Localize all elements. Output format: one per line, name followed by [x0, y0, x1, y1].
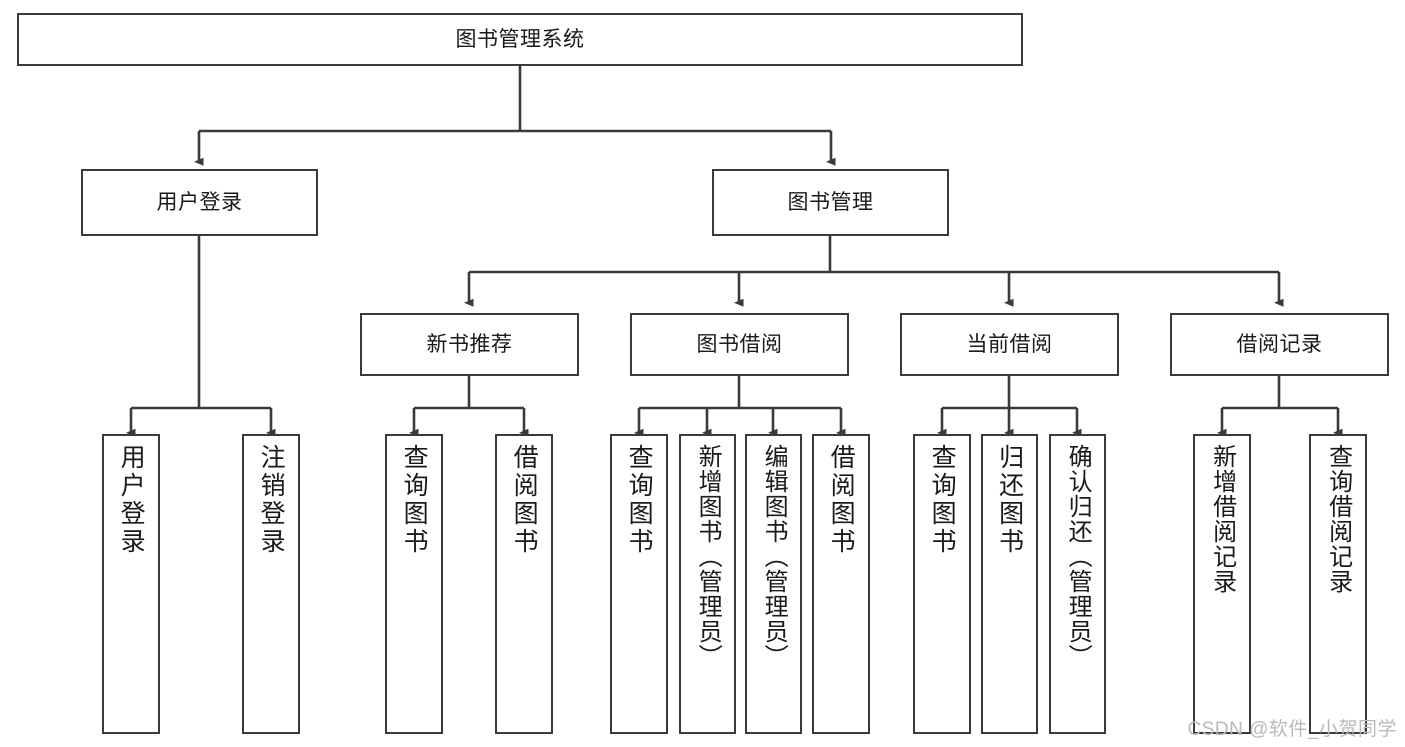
node-root-label: 图书管理系统	[455, 28, 585, 51]
node-book-borrow-label: 图书借阅	[696, 333, 783, 356]
leaf-current-confirm-return-label: 确认归还（管理员）	[1064, 444, 1092, 669]
node-new-book-recommend[interactable]: 新书推荐	[360, 313, 579, 376]
leaf-current-return-book[interactable]: 归还图书	[981, 434, 1038, 734]
leaf-user-login-login-label: 用户登录	[117, 444, 146, 556]
node-book-borrow[interactable]: 图书借阅	[630, 313, 849, 376]
node-root[interactable]: 图书管理系统	[17, 13, 1023, 66]
leaf-record-add-record[interactable]: 新增借阅记录	[1193, 434, 1251, 734]
leaf-user-login-logout-label: 注销登录	[257, 444, 286, 556]
node-user-login[interactable]: 用户登录	[81, 169, 318, 236]
leaf-record-query-record[interactable]: 查询借阅记录	[1309, 434, 1367, 734]
leaf-record-query-record-label: 查询借阅记录	[1324, 444, 1352, 594]
node-book-management-label: 图书管理	[787, 191, 874, 214]
leaf-recommend-query-book-label: 查询图书	[400, 444, 429, 556]
leaf-borrow-query-book-label: 查询图书	[625, 444, 654, 556]
leaf-borrow-borrow-book-label: 借阅图书	[827, 444, 856, 556]
leaf-borrow-edit-book-label: 编辑图书（管理员）	[760, 444, 788, 669]
leaf-borrow-add-book-label: 新增图书（管理员）	[694, 444, 722, 669]
leaf-recommend-query-book[interactable]: 查询图书	[385, 434, 443, 734]
leaf-current-confirm-return[interactable]: 确认归还（管理员）	[1049, 434, 1106, 734]
node-book-management[interactable]: 图书管理	[712, 169, 949, 236]
leaf-borrow-add-book[interactable]: 新增图书（管理员）	[679, 434, 736, 734]
node-borrow-record-label: 借阅记录	[1236, 333, 1323, 356]
leaf-record-add-record-label: 新增借阅记录	[1208, 444, 1236, 594]
leaf-current-query-book-label: 查询图书	[928, 444, 957, 556]
leaf-user-login-logout[interactable]: 注销登录	[242, 434, 300, 734]
leaf-borrow-edit-book[interactable]: 编辑图书（管理员）	[745, 434, 802, 734]
leaf-borrow-query-book[interactable]: 查询图书	[610, 434, 668, 734]
node-current-borrow-label: 当前借阅	[966, 333, 1053, 356]
leaf-current-return-book-label: 归还图书	[995, 444, 1024, 556]
node-user-login-label: 用户登录	[156, 191, 243, 214]
leaf-borrow-borrow-book[interactable]: 借阅图书	[812, 434, 870, 734]
leaf-recommend-borrow-book[interactable]: 借阅图书	[495, 434, 553, 734]
leaf-recommend-borrow-book-label: 借阅图书	[510, 444, 539, 556]
node-new-book-recommend-label: 新书推荐	[426, 333, 513, 356]
node-current-borrow[interactable]: 当前借阅	[900, 313, 1119, 376]
leaf-current-query-book[interactable]: 查询图书	[913, 434, 971, 734]
leaf-user-login-login[interactable]: 用户登录	[102, 434, 160, 734]
node-borrow-record[interactable]: 借阅记录	[1170, 313, 1389, 376]
csdn-watermark: CSDN @软件_小贺同学	[1187, 719, 1397, 740]
